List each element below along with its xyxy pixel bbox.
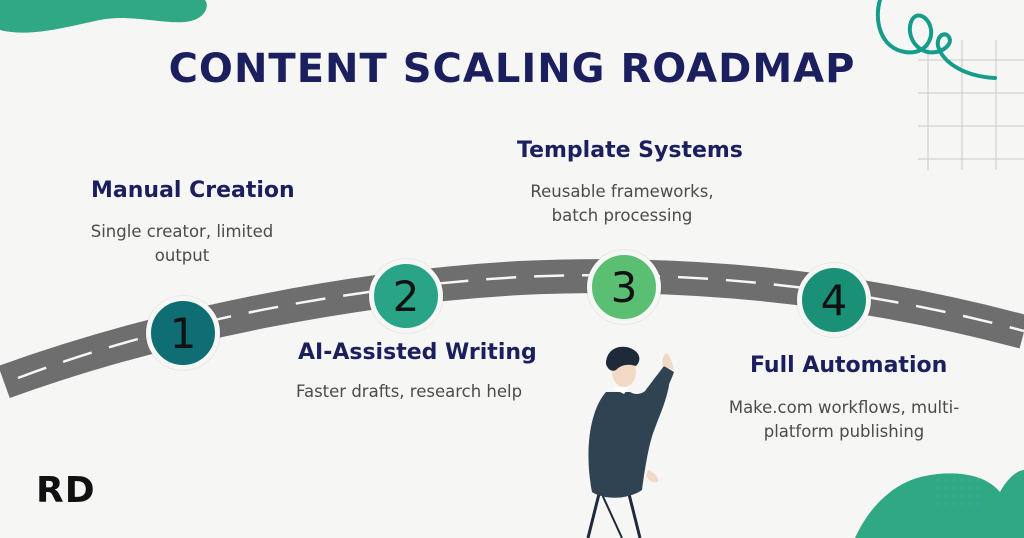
rd-logo: RD bbox=[36, 470, 96, 511]
step-4-title: Full Automation bbox=[750, 353, 948, 378]
step-3-badge: 3 bbox=[587, 250, 661, 324]
step-2-description: Faster drafts, research help bbox=[296, 382, 523, 401]
step-4-description: Make.com workflows, multi- platform publ… bbox=[728, 398, 960, 441]
person-pointing-illustration bbox=[586, 346, 674, 538]
step-2-badge: 2 bbox=[369, 259, 443, 333]
blob-decoration bbox=[0, 0, 207, 33]
swirl-decoration bbox=[875, 0, 997, 80]
step-3-description: Reusable frameworks, batch processing bbox=[530, 182, 714, 225]
dot-grid-decoration bbox=[936, 478, 980, 506]
step-1-badge: 1 bbox=[146, 296, 220, 370]
page-title: CONTENT SCALING ROADMAP bbox=[168, 46, 856, 92]
step-4-badge: 4 bbox=[797, 263, 871, 337]
step-2-title: AI-Assisted Writing bbox=[298, 340, 537, 365]
blob-decoration-bottom bbox=[855, 470, 1024, 538]
grid-decoration bbox=[918, 40, 1024, 170]
step-3-title: Template Systems bbox=[517, 138, 743, 163]
step-1-title: Manual Creation bbox=[91, 178, 295, 203]
step-1-description: Single creator, limited output bbox=[90, 222, 274, 265]
